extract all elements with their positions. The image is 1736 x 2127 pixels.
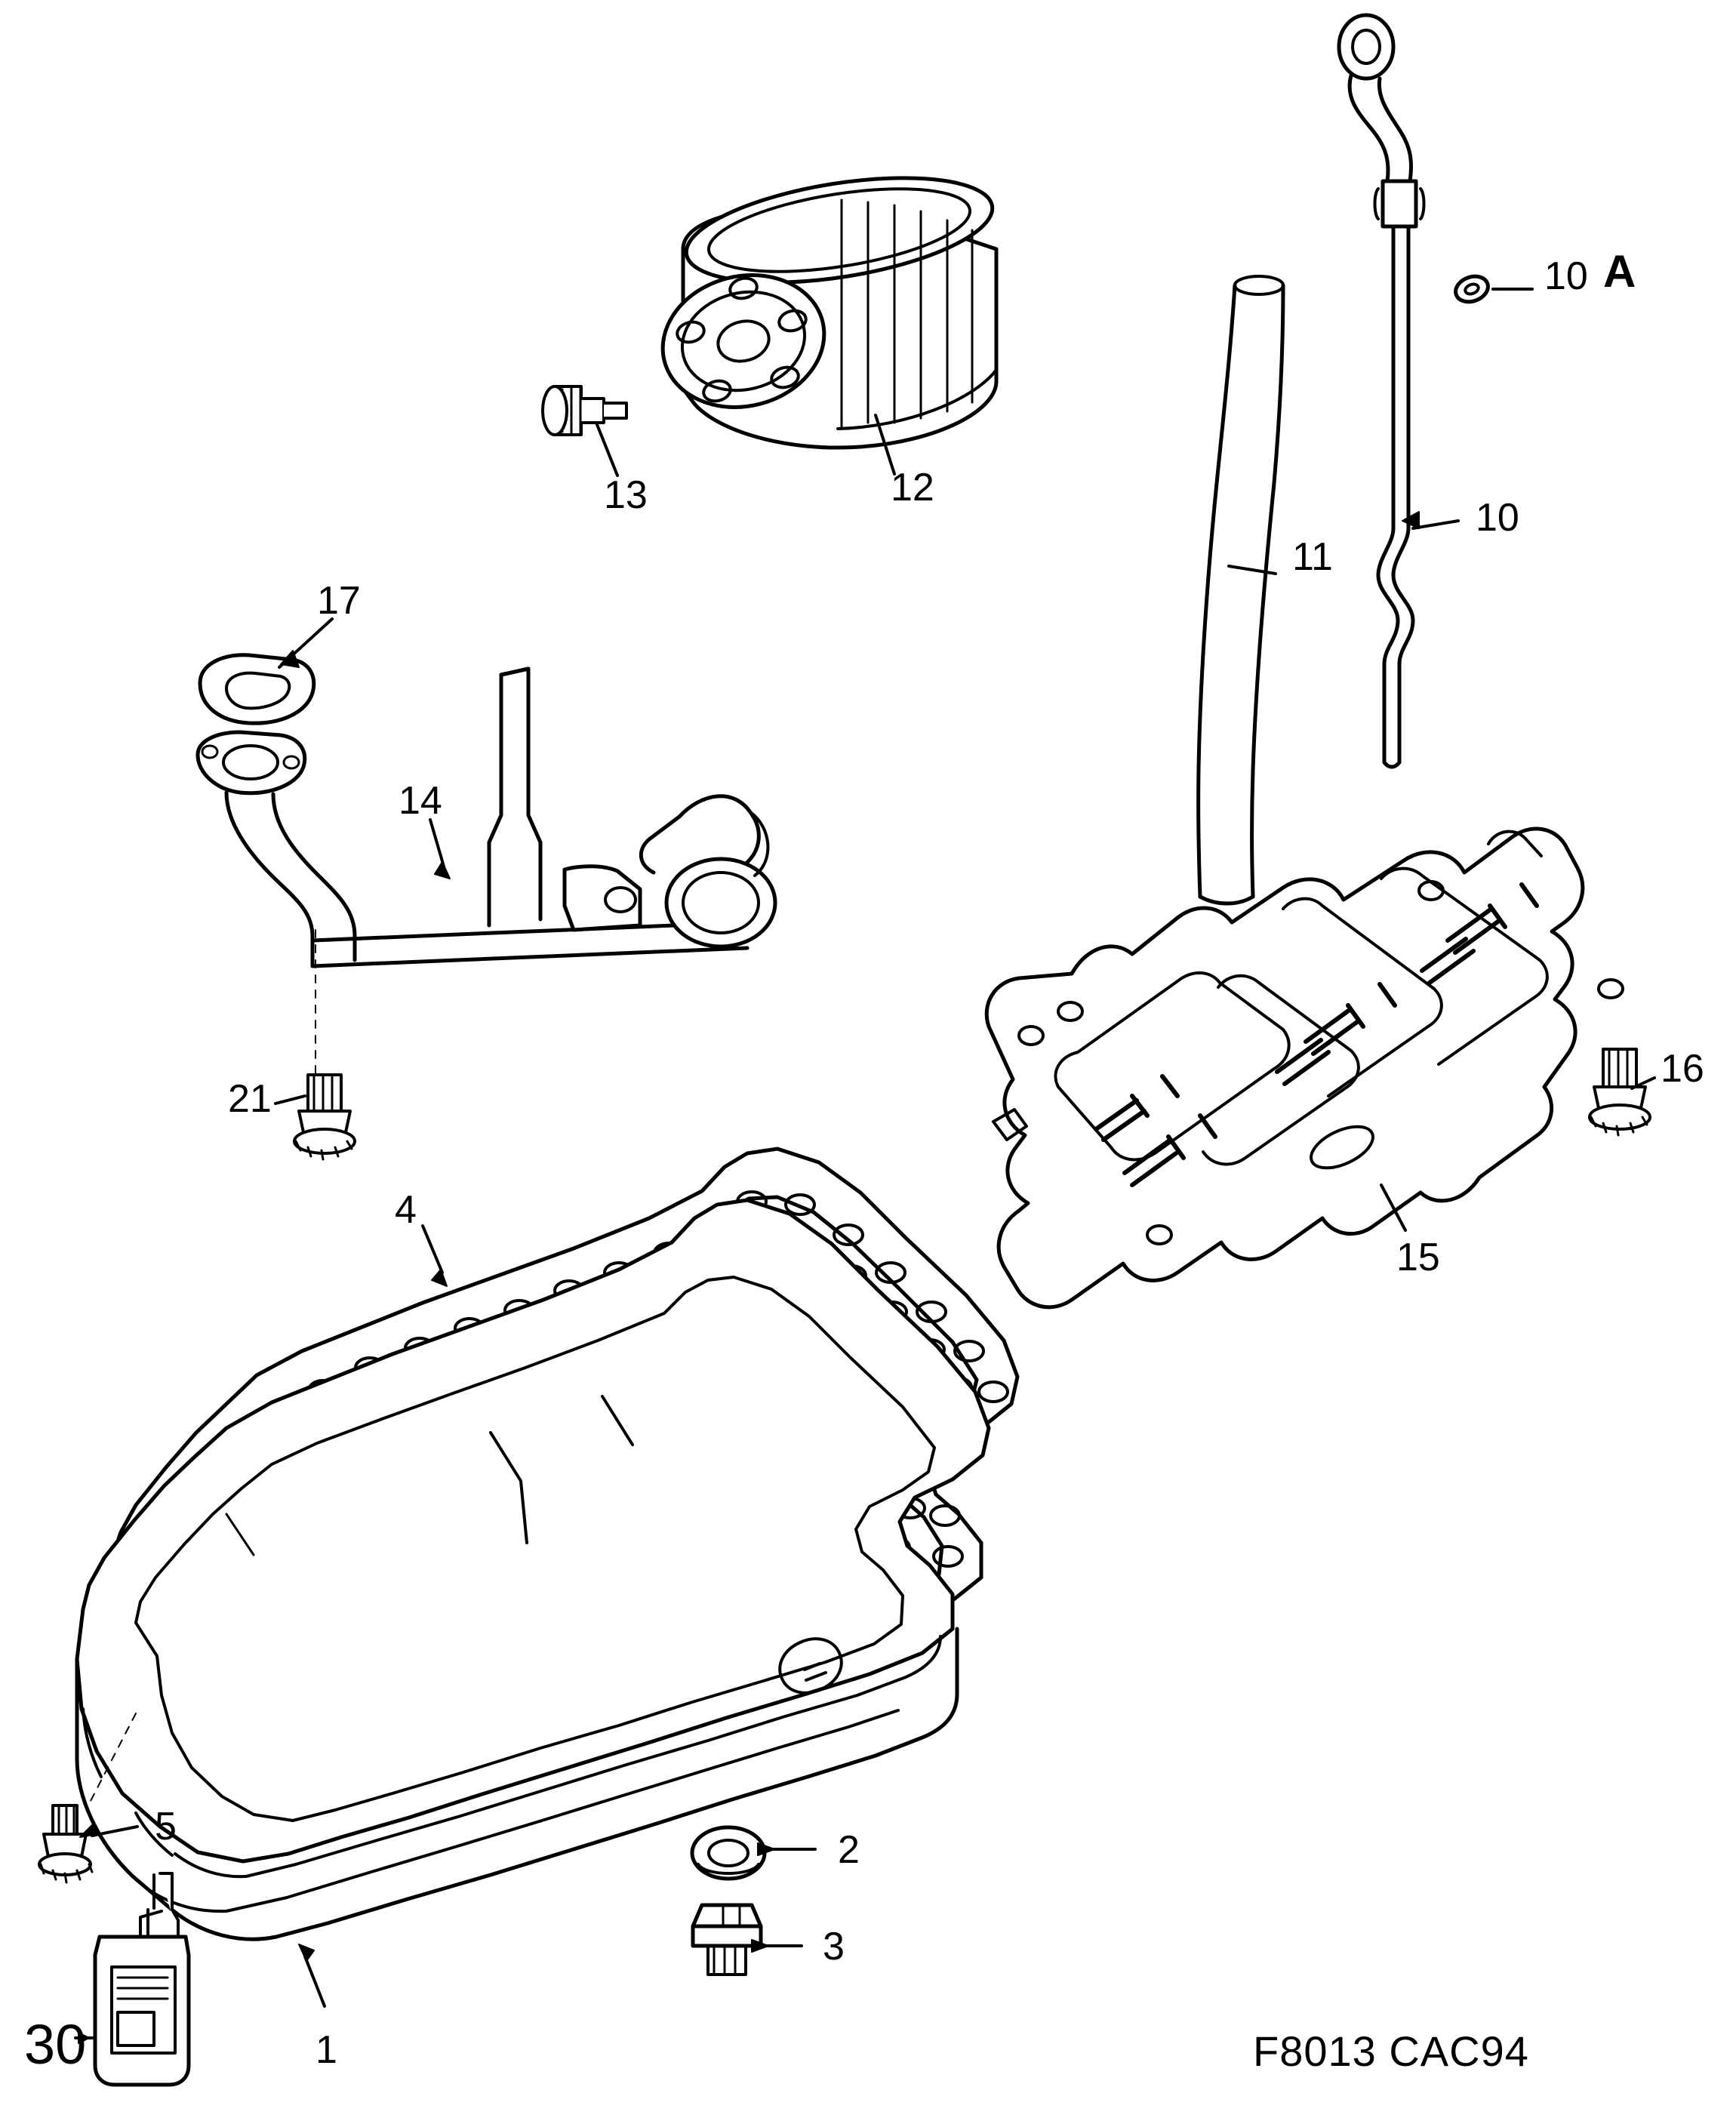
drawing-code: F8013 CAC94 (1253, 2027, 1529, 2075)
callout-13: 13 (604, 473, 648, 517)
callout-14: 14 (399, 779, 442, 823)
sealant-bottle-part-30 (74, 1872, 191, 2087)
callout-3: 3 (823, 1925, 845, 1968)
callout-1: 1 (315, 2028, 337, 2072)
callout-17: 17 (317, 579, 361, 623)
dipstick-oring-part-10a (1454, 274, 1534, 304)
callout-16: 16 (1661, 1047, 1704, 1091)
callout-11: 11 (1292, 535, 1333, 579)
callout-2: 2 (838, 1828, 860, 1872)
callout-4: 4 (395, 1188, 417, 1232)
oil-tube-part-11 (1196, 275, 1285, 906)
oil-pan-part-1 (75, 1198, 991, 2008)
oil-filter-part-12 (660, 176, 999, 476)
callout-21: 21 (228, 1077, 272, 1121)
drain-plug-part-3 (691, 1903, 803, 1976)
oil-filter-nipple-part-13 (541, 385, 628, 477)
windage-tray-part-15 (984, 826, 1624, 1310)
oil-pickup-part-14 (195, 666, 777, 968)
dipstick-part-10 (1337, 13, 1460, 769)
windage-tray-bolt-part-16 (1588, 1048, 1656, 1137)
drain-washer-part-2 (690, 1825, 817, 1881)
callout-10a-suffix: A (1603, 246, 1636, 297)
pickup-bolt-part-21 (274, 929, 356, 1161)
callout-10a-number: 10 (1544, 254, 1588, 298)
callout-12: 12 (891, 466, 934, 509)
callout-10: 10 (1476, 496, 1519, 540)
drain-plug-part-5 (38, 1713, 139, 1884)
pickup-gasket-part-17 (198, 617, 334, 725)
callout-5: 5 (155, 1805, 177, 1848)
callout-30: 30 (24, 2013, 87, 2076)
callout-15: 15 (1396, 1236, 1440, 1279)
